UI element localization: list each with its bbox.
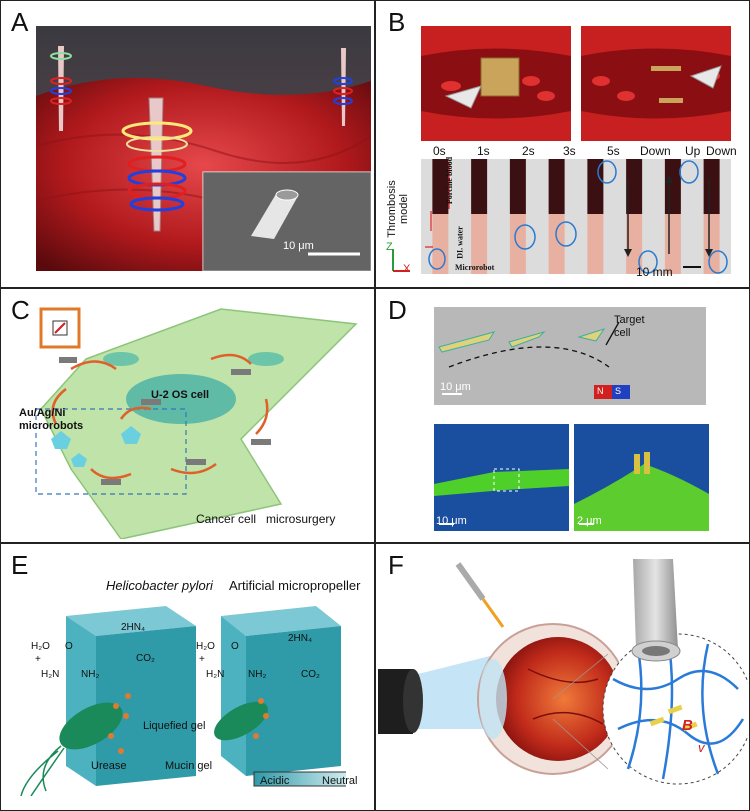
panel-f-label: F [388, 550, 404, 580]
tube-water-column [626, 214, 643, 274]
tube-water-column [703, 214, 720, 274]
tube-water-column [432, 214, 449, 274]
magnetic-field-label: B [682, 717, 693, 734]
h2n-left: H₂N [41, 669, 60, 680]
u2os-cell-label: U-2 OS cell [151, 389, 210, 401]
tube-blood-column [509, 159, 526, 214]
tube-blood-column [587, 159, 604, 214]
axis-arrows [392, 249, 410, 272]
nh2-right: NH₂ [248, 669, 267, 680]
panel-c-label: C [11, 295, 30, 325]
mucin-gel-cubes [20, 606, 346, 796]
acidic-label: Acidic [260, 775, 290, 787]
liquefied-gel-label: Liquefied gel [143, 720, 206, 732]
panel-b-scalebar-label: 10 mm [636, 265, 673, 279]
time-label: 3s [563, 144, 576, 158]
nh2-left: NH₂ [81, 669, 100, 680]
urease-label: Urease [91, 760, 127, 772]
products-top-left: 2HN₄ [121, 622, 146, 633]
panel-c-caption: Cancer cell microsurgery [196, 512, 336, 526]
porcine-blood-label: Porcine blood [445, 156, 455, 205]
time-label: 5s [607, 144, 620, 158]
tube-water-column [509, 214, 526, 274]
e-title-left: Helicobacter pylori [106, 578, 213, 593]
eye-injection-illustration [378, 559, 748, 785]
magnet-s-label: S [615, 386, 622, 396]
e-title-right: Artificial micropropeller [229, 578, 361, 593]
panel-d-label: D [388, 295, 407, 325]
plus-left: + [35, 654, 41, 665]
velocity-label: v [698, 740, 705, 755]
products-bottom-left: CO₂ [136, 653, 155, 664]
time-label: Up [685, 144, 701, 158]
helical-microrobot-illustration [36, 26, 371, 271]
magnet-n-label: N [597, 386, 604, 396]
microrobots-label: Au/Ag/Ni microrobots [19, 407, 84, 432]
cancer-cell-illustration [35, 307, 358, 539]
tube-blood-column [471, 159, 488, 214]
panel-a-label: A [11, 7, 29, 37]
blood-vessel-rendering-right [581, 26, 731, 141]
o-left: O [65, 641, 73, 652]
h2n-right: H₂N [206, 669, 225, 680]
tube-blood-column [548, 159, 565, 214]
tube-water-column [587, 214, 604, 274]
panel-d: D Target cell N S 10 μm 10 μm 2 μm [375, 288, 750, 543]
sem-cell-wide [434, 424, 569, 531]
tube-blood-column [626, 159, 643, 214]
panel-b: B 0s 1s 2s 3s 5s Down Up Down [375, 0, 750, 288]
time-label: 1s [477, 144, 490, 158]
time-label: Down [706, 144, 737, 158]
panel-a-scalebar-label: 10 μm [283, 240, 314, 252]
plus-right: + [199, 654, 205, 665]
thrombosis-model-label: Thrombosis model [386, 180, 410, 238]
time-label: 2s [522, 144, 535, 158]
o-right: O [231, 641, 239, 652]
tube-blood-column [432, 159, 449, 214]
time-label: Down [640, 144, 671, 158]
h2o-right: H₂O [196, 641, 215, 652]
d-scalebar-1: 10 μm [440, 381, 471, 393]
tube-water-column [471, 214, 488, 274]
neutral-label: Neutral [322, 775, 358, 787]
d-scalebar-2: 10 μm [436, 515, 467, 527]
mucin-gel-label: Mucin gel [165, 760, 213, 772]
h2o-left: H₂O [31, 641, 50, 652]
blood-vessel-rendering-left [421, 26, 571, 141]
microscopy-trajectory-image [434, 307, 706, 405]
target-cell-label: Target cell [614, 314, 645, 339]
di-water-label: DI. water [455, 226, 465, 259]
thrombosis-tube-sequence [421, 159, 731, 274]
panel-e: E Helicobacter pylori Artificial micropr… [0, 543, 375, 811]
time-label: 0s [433, 144, 446, 158]
axis-z-label: Z [386, 241, 393, 253]
panel-b-label: B [388, 7, 406, 37]
panel-c: C [0, 288, 375, 543]
tube-blood-column [703, 159, 720, 214]
microrobot-label: Microrobot [455, 263, 495, 272]
products-top-right: 2HN₄ [288, 633, 313, 644]
sem-cell-zoom [574, 424, 709, 531]
panel-a: A [0, 0, 375, 288]
d-scalebar-3: 2 μm [577, 515, 602, 527]
products-bottom-right: CO₂ [301, 669, 320, 680]
tube-water-column [548, 214, 565, 274]
tube-blood-column [664, 159, 681, 214]
panel-e-label: E [11, 550, 29, 580]
panel-f: F [375, 543, 750, 811]
axis-x-label: X [403, 263, 411, 275]
